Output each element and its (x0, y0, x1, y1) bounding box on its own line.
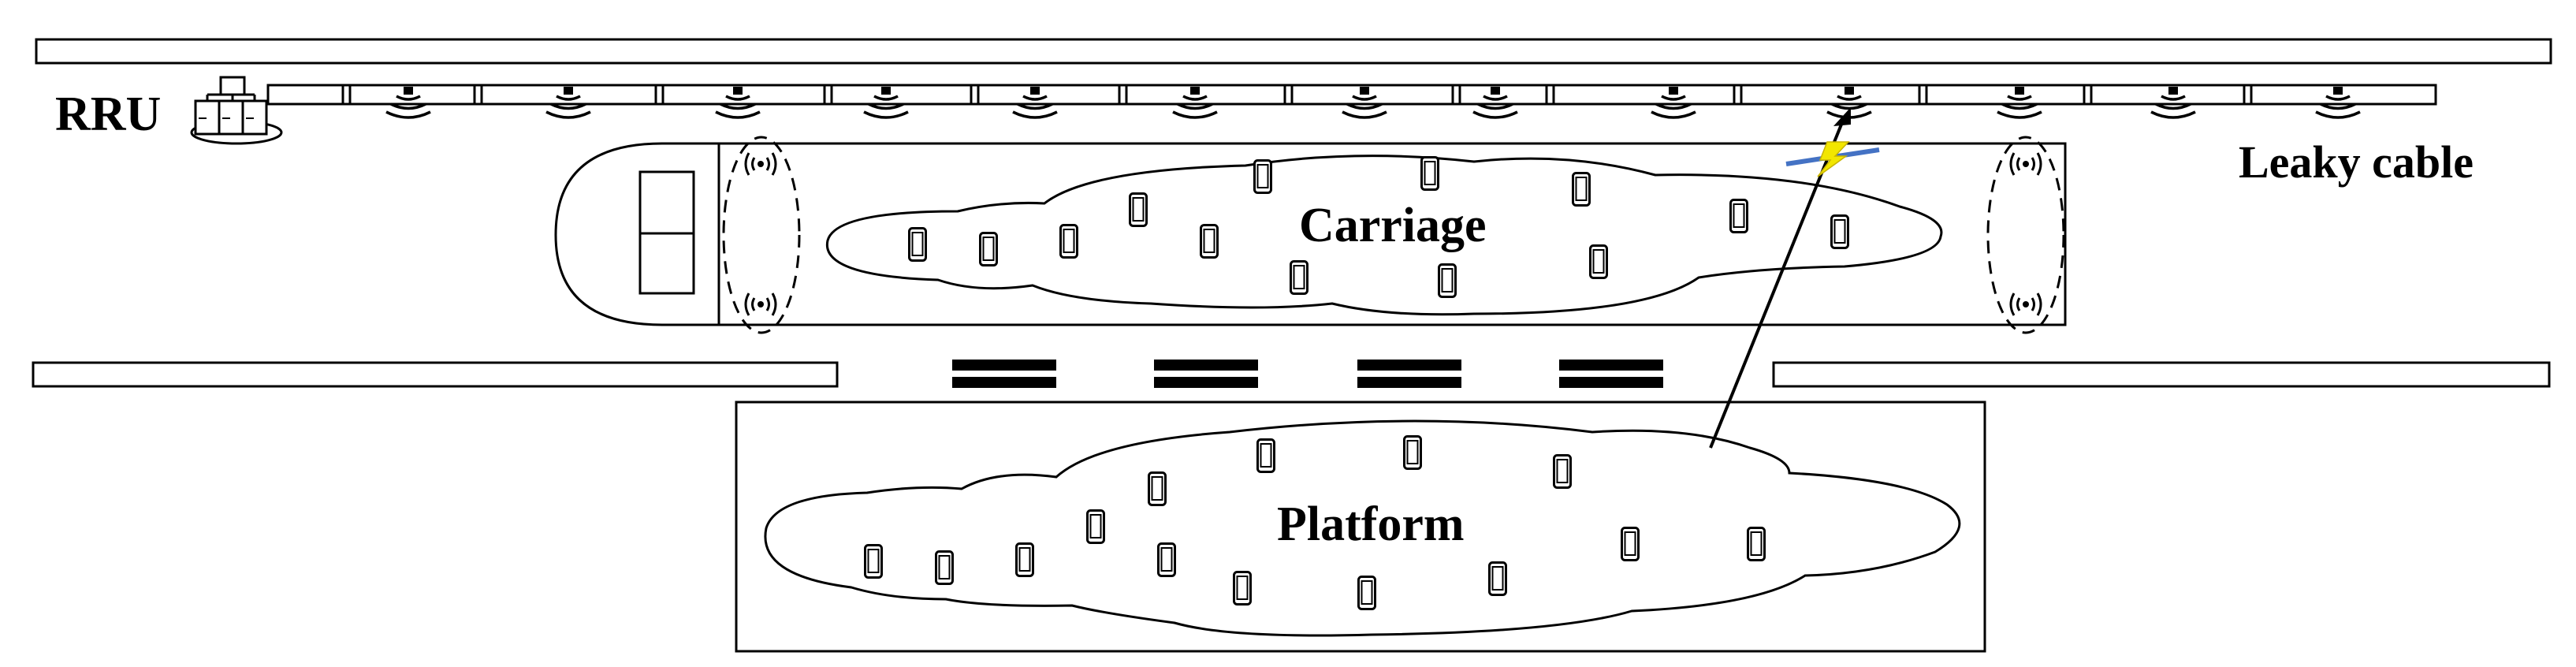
leaky-cable-label: Leaky cable (2239, 136, 2474, 188)
phone-icon (1403, 435, 1422, 470)
phone-icon (935, 550, 954, 585)
phone-icon (1290, 260, 1308, 295)
phone-icon (864, 544, 883, 579)
rail-bar (1154, 360, 1258, 371)
phone-icon (1729, 199, 1748, 233)
carriage-label: Carriage (1299, 199, 1487, 252)
platform-label: Platform (1277, 497, 1465, 551)
track-sleepers (952, 360, 1663, 388)
front-antenna-group (722, 136, 801, 334)
phone-icon (1747, 527, 1766, 561)
phone-icon (1233, 571, 1252, 606)
phone-icon (1553, 454, 1572, 489)
rail-bar (1559, 360, 1663, 371)
phone-icon (979, 232, 998, 266)
rail-bar (952, 360, 1056, 371)
rail-bar (1559, 377, 1663, 388)
phone-icon (1438, 263, 1457, 298)
phone-icon (1157, 542, 1176, 577)
phone-icon (1129, 192, 1148, 227)
platform-edge-left (32, 361, 839, 388)
rail-bar (1154, 377, 1258, 388)
phone-icon (1572, 172, 1591, 207)
phone-icon (1589, 244, 1608, 279)
phone-icon (1420, 156, 1439, 191)
rru-label: RRU (55, 88, 161, 141)
phone-icon (1488, 561, 1507, 596)
phone-icon (1256, 438, 1275, 473)
signal-arrowhead (1833, 107, 1851, 126)
phone-icon (1253, 159, 1272, 194)
tunnel-ceiling (35, 38, 2552, 65)
phone-icon (908, 227, 927, 262)
phone-icon (1015, 542, 1034, 577)
carriage-passenger-cloud (825, 155, 1943, 316)
phone-icon (1621, 527, 1640, 561)
leaky-cable-segment-dividers (341, 85, 2253, 104)
rail-bar (952, 377, 1056, 388)
rru-unit-icon (190, 76, 283, 145)
phone-icon (1357, 576, 1376, 610)
rail-bar (1357, 377, 1461, 388)
leaky-cable (266, 84, 2437, 119)
rail-bar (1357, 360, 1461, 371)
platform-edge-right (1772, 361, 2551, 388)
phone-icon (1830, 214, 1849, 249)
lightning-signal-icon (1785, 141, 1880, 177)
phone-icon (1200, 224, 1219, 259)
phone-icon (1148, 471, 1167, 506)
platform-passenger-cloud (764, 419, 1961, 637)
phone-icon (1059, 224, 1078, 259)
rear-antenna-group (1986, 136, 2065, 334)
phone-icon (1086, 509, 1105, 544)
